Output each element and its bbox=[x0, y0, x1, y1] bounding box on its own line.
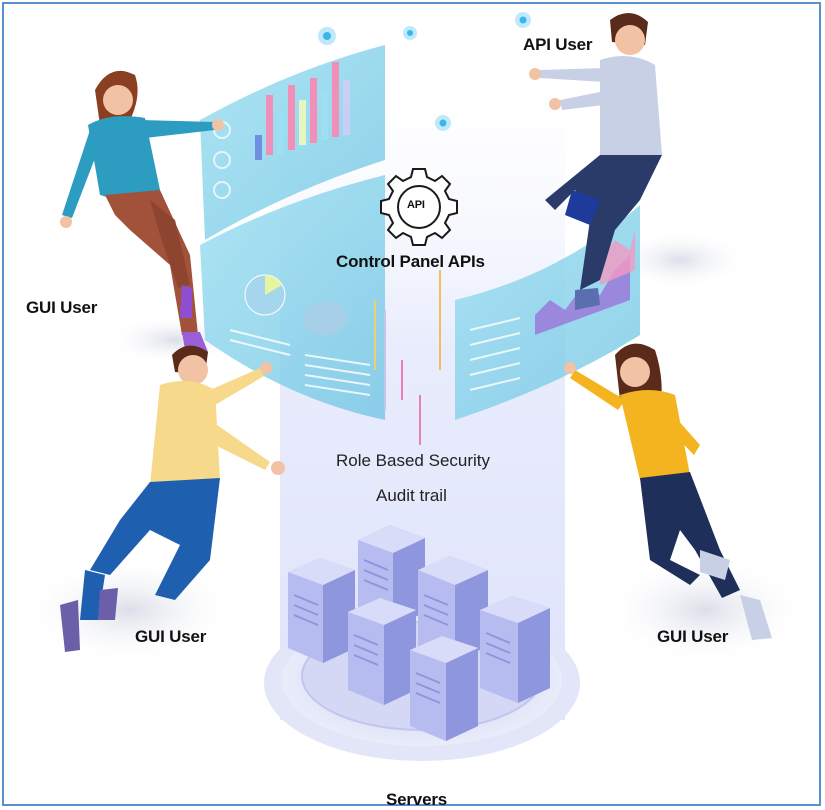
audit-trail-label: Audit trail bbox=[376, 486, 447, 505]
server-icon bbox=[348, 598, 416, 705]
gui-user-label-bottom-left: GUI User bbox=[135, 627, 207, 646]
server-icon bbox=[410, 636, 478, 741]
glass-panel-left bbox=[200, 45, 385, 420]
control-panel-label: Control Panel APIs bbox=[336, 252, 485, 271]
api-user-label: API User bbox=[523, 35, 593, 54]
role-security-label: Role Based Security bbox=[336, 451, 491, 470]
server-rack-group bbox=[288, 525, 550, 741]
person-illustration-bottom-left bbox=[60, 345, 285, 652]
person-illustration-bottom-right bbox=[564, 343, 772, 640]
shadow-top-right bbox=[610, 230, 750, 290]
servers-label: Servers bbox=[386, 790, 447, 809]
api-badge-label: API bbox=[407, 199, 425, 211]
gear-icon bbox=[380, 168, 458, 246]
server-icon bbox=[418, 556, 488, 662]
server-icon bbox=[480, 596, 550, 703]
glow-orbs bbox=[318, 12, 531, 131]
light-streaks bbox=[374, 270, 441, 445]
shadow-left bbox=[20, 555, 240, 665]
person-illustration-api-user bbox=[529, 12, 662, 310]
server-icon bbox=[288, 558, 355, 663]
gui-user-label-top-left: GUI User bbox=[26, 298, 98, 317]
gui-user-label-bottom-right: GUI User bbox=[657, 627, 729, 646]
